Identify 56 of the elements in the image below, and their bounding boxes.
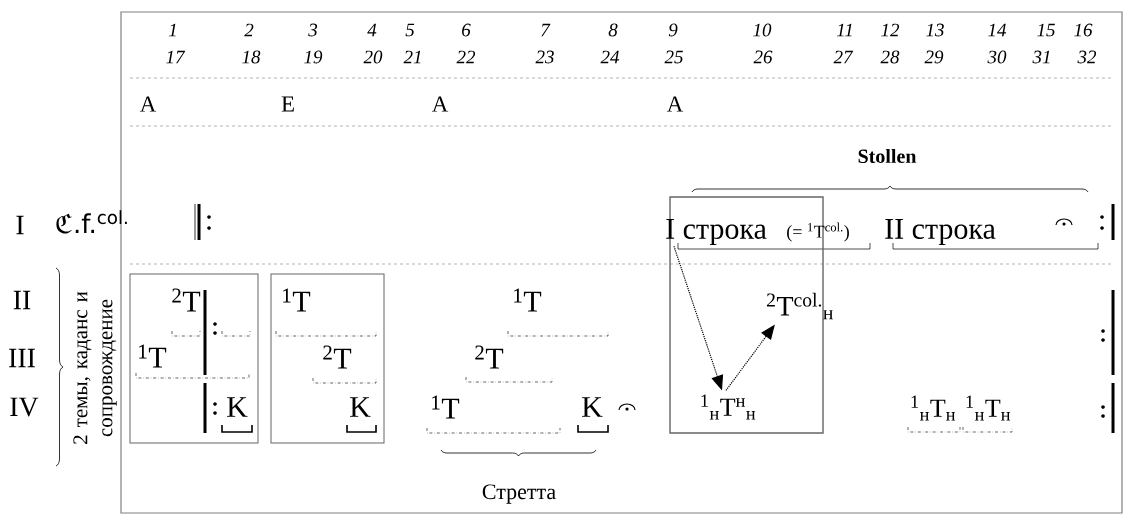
- bar-number: 32: [1077, 50, 1097, 64]
- bar-number: 3: [308, 23, 318, 37]
- bar-number: 30: [987, 50, 1007, 64]
- bar-number: 11: [836, 23, 852, 37]
- section-title: Stollen: [858, 148, 917, 164]
- bar-number: 29: [924, 50, 944, 64]
- theme-label: $^{2}$T: [475, 345, 504, 369]
- theme-label: 1$_{н}$T$^{н}$н: [701, 394, 756, 420]
- bar-number: 24: [600, 50, 620, 64]
- bar-number: 13: [926, 23, 944, 37]
- key-letter: A: [666, 96, 684, 112]
- bar-number: 1: [168, 23, 176, 37]
- bar-number: 22: [456, 50, 476, 64]
- bar-number: 28: [880, 50, 900, 64]
- bar-number: 31: [1032, 50, 1050, 64]
- bar-number: 20: [363, 50, 383, 64]
- key-letter: E: [281, 96, 294, 112]
- voice-number: IV: [10, 397, 39, 417]
- bar-number: 10: [753, 23, 772, 37]
- bar-number: 9: [668, 23, 678, 37]
- voice-number: I: [16, 215, 24, 235]
- line-label: II строка: [885, 219, 996, 245]
- voice-number: III: [9, 348, 35, 368]
- bar-number: 17: [166, 50, 186, 64]
- key-letter: A: [139, 96, 157, 112]
- theme-label: $^{1}$T: [432, 395, 460, 419]
- theme-box: $^{2}$T $^{1}$T K: [129, 273, 259, 444]
- bar-number: 21: [403, 50, 421, 64]
- bar-number: 15: [1037, 23, 1055, 37]
- bar-number: 23: [535, 50, 554, 64]
- theme-box: $^{1}$T $^{2}$T K: [270, 273, 385, 444]
- voice-number: II: [13, 290, 31, 310]
- bar-number: 6: [462, 23, 471, 37]
- line-label: I строка: [666, 219, 767, 245]
- theme-label: $^{1}$T: [514, 288, 542, 312]
- bar-number: 2: [244, 23, 254, 37]
- voice-label: ℭ.f.$^{col.}$: [56, 210, 127, 234]
- theme-label: $^{2}$T$^{col.}$н: [767, 292, 833, 320]
- section-label: Стретта: [482, 484, 556, 504]
- bar-number: 7: [541, 23, 551, 37]
- key-letter: A: [431, 96, 449, 112]
- bar-number: 27: [833, 50, 854, 64]
- bar-number: 25: [664, 50, 683, 64]
- bar-number: 18: [242, 50, 261, 64]
- line-note: (= $^{1}$T$^{col.}$): [787, 222, 849, 242]
- cadence-label: K: [582, 397, 603, 417]
- bar-number: 19: [304, 50, 323, 64]
- bar-number: 4: [367, 23, 377, 37]
- bar-number: 26: [753, 50, 773, 64]
- bar-number: 12: [881, 23, 900, 37]
- bar-number: 16: [1074, 23, 1093, 37]
- theme-label: 1$_{н}$T$_{н}$: [966, 395, 1011, 421]
- bar-number: 5: [405, 23, 415, 37]
- bar-number: 8: [608, 23, 618, 37]
- theme-label: 1$_{н}$T$_{н}$: [911, 395, 956, 421]
- bar-number: 14: [988, 23, 1007, 37]
